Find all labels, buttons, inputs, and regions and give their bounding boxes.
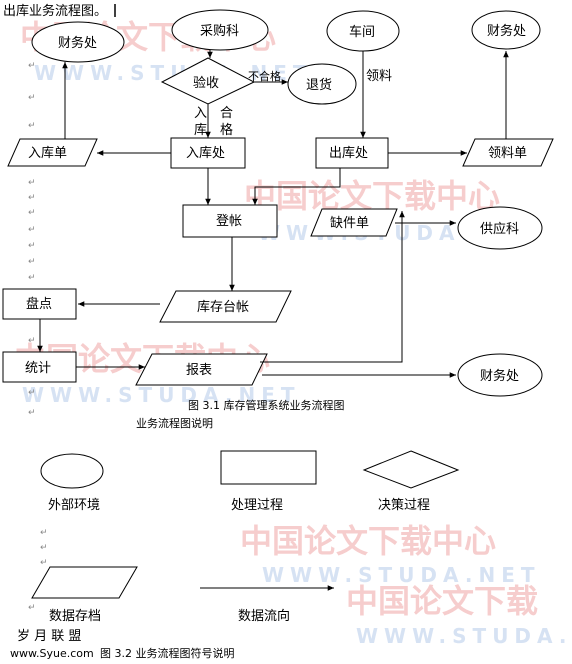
inbound-form-parallelogram: [7, 138, 98, 167]
watermark-en-5: WWW.STUDA.: [356, 624, 572, 648]
site-name: 岁 月 联 盟: [17, 629, 81, 644]
outbound-dept-label: 出库处: [329, 145, 368, 161]
finance-bottom-label: 财务处: [480, 368, 519, 384]
finance-right-label: 财务处: [487, 23, 526, 39]
shortage-form-label: 缺件单: [330, 216, 369, 231]
svg-text:↵: ↵: [28, 225, 36, 235]
svg-text:↵: ↵: [28, 257, 36, 267]
legend-process-rect: [220, 450, 317, 485]
legend-title: 业务流程图说明: [136, 416, 213, 430]
purchasing-ellipse: [171, 9, 269, 51]
register-box: [182, 204, 278, 238]
qualified-char-2: 格: [220, 122, 233, 138]
inbound-char-2: 库: [194, 122, 207, 138]
return-goods-label: 退货: [306, 77, 332, 93]
svg-text:↵: ↵: [28, 93, 36, 103]
purchasing-label: 采购科: [200, 23, 239, 39]
legend-data-flow-label: 数据流向: [238, 608, 290, 624]
svg-text:↵: ↵: [28, 178, 36, 188]
inbound-form-label: 入库单: [28, 145, 67, 161]
svg-text:↵: ↵: [28, 61, 36, 71]
legend-process-label: 处理过程: [231, 498, 283, 513]
svg-text:↵: ↵: [28, 603, 36, 613]
legend-data-store-label: 数据存档: [49, 609, 101, 624]
watermark-cn-4: 中国论文下载中心: [240, 522, 496, 560]
watermark-en-3: WWW.STUDA.NET: [22, 383, 301, 407]
svg-text:↵: ↵: [40, 558, 48, 568]
watermark-en-4: WWW.STUDA.NET: [262, 563, 541, 587]
svg-text:↵: ↵: [28, 273, 36, 283]
flow-outbound-register: [252, 168, 341, 205]
report-parallelogram: [135, 353, 268, 386]
picking-form-label: 领料单: [488, 146, 527, 161]
svg-text:↵: ↵: [28, 208, 36, 218]
svg-text:↵: ↵: [28, 388, 36, 398]
shortage-form-parallelogram: [310, 208, 398, 237]
picking-label: 领料: [366, 69, 392, 84]
inspection-label: 验收: [193, 75, 219, 91]
supplier-label: 供应科: [480, 221, 519, 237]
svg-text:↵: ↵: [28, 408, 36, 418]
finance-top-ellipse: [31, 21, 125, 63]
legend-external-ellipse: [40, 453, 104, 489]
caption-figure-3-2: 图 3.2 业务流程图符号说明: [100, 646, 235, 660]
paragraph-marks: ↵ ↵ ↵ ↵ ↵ ↵ ↵ ↵ ↵ ↵ ↵ ↵ ↵ ↵ ↵ ↵ ↵: [28, 61, 48, 613]
legend-decision-label: 决策过程: [378, 497, 430, 513]
report-label: 报表: [186, 363, 212, 378]
return-goods-ellipse: [287, 63, 357, 105]
finance-top-label: 财务处: [58, 35, 97, 51]
svg-text:↵: ↵: [28, 121, 36, 131]
supplier-ellipse: [457, 206, 543, 250]
finance-right-ellipse: [471, 10, 541, 50]
legend-decision-diamond: [362, 450, 460, 489]
inbound-char-1: 入: [194, 106, 207, 121]
svg-text:↵: ↵: [40, 528, 48, 538]
statistics-label: 统计: [25, 361, 51, 376]
legend-data-store-parallelogram: [31, 566, 138, 599]
finance-bottom-ellipse: [457, 353, 543, 397]
picking-form-parallelogram: [462, 138, 554, 167]
qualified-char-1: 合: [220, 106, 233, 121]
inventory-ledger-parallelogram: [159, 290, 292, 323]
workshop-label: 车间: [349, 24, 375, 40]
svg-text:↵: ↵: [28, 241, 36, 251]
svg-text:↵: ↵: [28, 193, 36, 203]
svg-text:↵: ↵: [28, 336, 36, 346]
top-text: 出库业务流程图。: [3, 3, 107, 19]
watermarks: 中国论文下载中心 WWW.STUDA.NET 中国论文下载中心 WWW.STUD…: [14, 18, 572, 648]
inbound-dept-label: 入库处: [186, 145, 225, 161]
watermark-cn-5: 中国论文下载: [346, 582, 538, 620]
svg-text:↵: ↵: [40, 543, 48, 553]
outbound-dept-box: [315, 137, 389, 169]
register-label: 登帐: [216, 214, 242, 229]
inventory-check-label: 盘点: [26, 296, 52, 312]
inventory-ledger-label: 库存台帐: [197, 299, 249, 315]
site-url: www.Syue.com: [10, 647, 94, 660]
flow-lines: [37, 50, 509, 378]
legend-external-label: 外部环境: [48, 498, 100, 513]
caption-figure-3-1: 图 3.1 库存管理系统业务流程图: [188, 398, 345, 412]
inventory-check-box: [2, 288, 77, 320]
flow-report-shortage: [260, 211, 405, 363]
unqualified-label: 不合格: [248, 69, 281, 83]
